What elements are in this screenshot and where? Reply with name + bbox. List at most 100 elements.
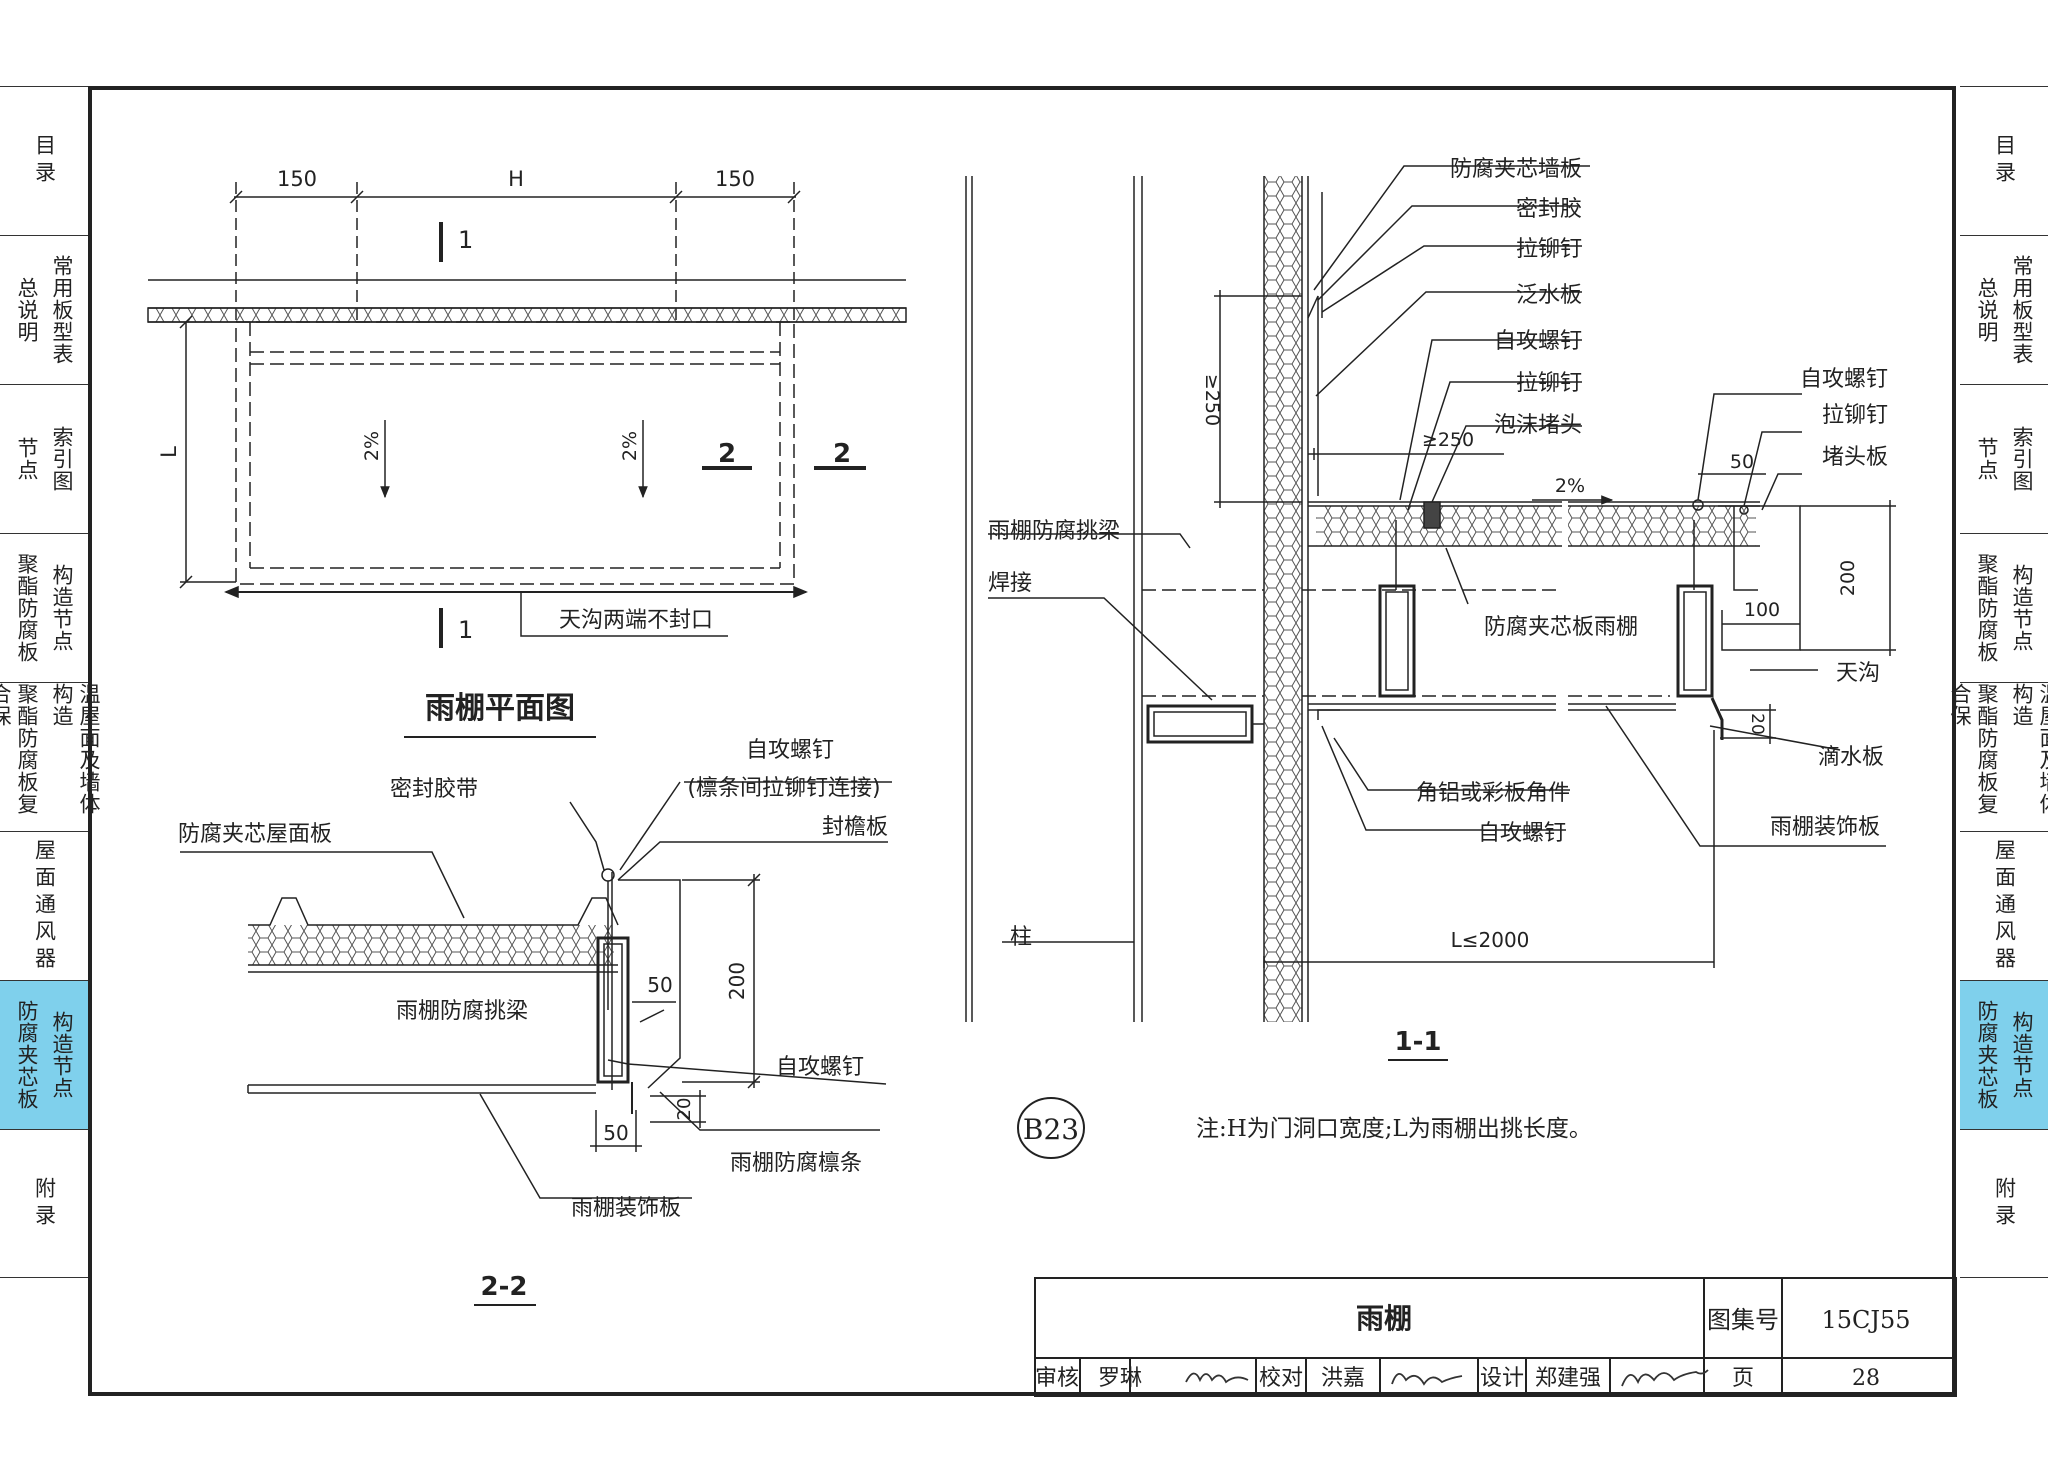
dim-150-left: 150: [277, 167, 317, 191]
slope-label-1: 2%: [361, 431, 383, 461]
nav-tab-right-3[interactable]: 聚酯防腐板构造节点: [1960, 533, 2048, 682]
dim-h250: ≥250: [1422, 429, 1474, 451]
label-deco: 雨棚装饰板: [571, 1196, 681, 1221]
drawing-title: 雨棚: [1356, 1302, 1412, 1335]
nav-tab-label: 总说明: [1975, 277, 1999, 343]
label-screw1: 自攻螺钉: [1494, 329, 1582, 354]
section-2-2-title: 2-2: [481, 1272, 528, 1302]
nav-tab-label: 附录: [1992, 1176, 2017, 1231]
section-2-2-text: 密封胶带 防腐夹芯屋面板 自攻螺钉 (檩条间拉铆钉连接) 封檐板 雨棚防腐挑梁 …: [178, 738, 888, 1302]
label-purlin: 雨棚防腐檩条: [730, 1151, 862, 1176]
signature-reviewer: [1185, 1372, 1249, 1384]
title-block: [1034, 1277, 1957, 1397]
nav-tab-label: 温屋面及墙体构造: [2010, 683, 2048, 815]
label-drip: 滴水板: [1818, 745, 1884, 770]
dim-v250: ≥250: [1201, 374, 1223, 426]
check-label: 校对: [1259, 1366, 1303, 1391]
nav-tab-left-5[interactable]: 屋面通风器: [0, 831, 88, 980]
label-screw2: 自攻螺钉: [776, 1055, 864, 1080]
dim-slope: 2%: [1555, 475, 1585, 497]
drawing-frame: [88, 86, 1956, 1396]
dim-20: 20: [674, 1098, 695, 1121]
nav-tab-label: 目录: [1992, 134, 2017, 188]
label-screw: 自攻螺钉: [746, 738, 834, 763]
design-label: 设计: [1480, 1366, 1524, 1391]
nav-tab-label: 总说明: [15, 277, 39, 343]
section-1-1-text: 防腐夹芯墙板 密封胶 拉铆钉 泛水板 自攻螺钉 拉铆钉 泡沫堵头 自攻螺钉 拉铆…: [988, 157, 1888, 1057]
dim-50-bottom: 50: [603, 1121, 628, 1145]
label-canopy: 防腐夹芯板雨棚: [1484, 615, 1638, 640]
title-block-text: 雨棚 图集号 15CJ55 审核 罗琳 校对 洪嘉 设计 郑建强 页 28: [1035, 1302, 1911, 1391]
label-foam: 泡沫堵头: [1494, 413, 1582, 438]
nav-tab-left-3[interactable]: 聚酯防腐板构造节点: [0, 533, 88, 682]
nav-tab-right-2[interactable]: 节点索引图: [1960, 384, 2048, 533]
nav-tab-label: 常用板型表: [2010, 255, 2034, 365]
label-screw2-11: 自攻螺钉: [1478, 821, 1566, 846]
nav-tab-label: 索引图: [2010, 426, 2034, 492]
label-weld: 焊接: [988, 571, 1032, 596]
nav-tab-label: 节点: [1975, 437, 1999, 481]
label-beam: 雨棚防腐挑梁: [396, 999, 528, 1024]
nav-tab-label: 节点: [15, 437, 39, 481]
label-roof-panel: 防腐夹芯屋面板: [178, 822, 332, 847]
dim-h: H: [508, 167, 524, 191]
nav-tab-left-0[interactable]: 目录: [0, 86, 88, 235]
nav-tab-label: 构造节点: [2010, 564, 2034, 652]
page-label: 页: [1732, 1366, 1754, 1391]
label-rivet2: 拉铆钉: [1516, 371, 1582, 396]
section-mark-2-right: 2: [833, 439, 851, 469]
nav-tab-right-5[interactable]: 屋面通风器: [1960, 831, 2048, 980]
nav-tab-left-6[interactable]: 防腐夹芯板构造节点: [0, 980, 88, 1129]
index-mark-label: B23: [1023, 1113, 1079, 1146]
atlas-number: 15CJ55: [1821, 1306, 1910, 1334]
section-1-1: [965, 165, 1896, 1061]
right-nav: 目录总说明常用板型表节点索引图聚酯防腐板构造节点聚酯防腐板复合保温屋面及墙体构造…: [1948, 86, 2048, 1278]
nav-tab-label: 聚酯防腐板: [1975, 553, 1999, 663]
signatures: [1185, 1369, 1709, 1387]
label-rivet-r: 拉铆钉: [1822, 403, 1888, 428]
label-tape: 密封胶带: [390, 777, 478, 802]
section-mark-1-top: 1: [458, 226, 473, 254]
nav-tab-right-1[interactable]: 总说明常用板型表: [1960, 235, 2048, 384]
checker-name: 洪嘉: [1321, 1366, 1365, 1391]
nav-tab-right-6[interactable]: 防腐夹芯板构造节点: [1960, 980, 2048, 1129]
canopy-plan: [147, 182, 907, 738]
signature-checker: [1391, 1373, 1463, 1386]
nav-tab-label: 构造节点: [50, 1011, 74, 1099]
nav-tab-label: 屋面通风器: [32, 838, 57, 974]
dim-200: 200: [725, 962, 749, 1000]
dim-150-right: 150: [715, 167, 755, 191]
label-screw-r: 自攻螺钉: [1800, 367, 1888, 392]
nav-tab-left-2[interactable]: 节点索引图: [0, 384, 88, 533]
label-sealant: 密封胶: [1516, 197, 1582, 222]
label-rivet1: 拉铆钉: [1516, 237, 1582, 262]
label-beam-11: 雨棚防腐挑梁: [988, 519, 1120, 544]
dim-200-11: 200: [1837, 560, 1859, 596]
label-deco-11: 雨棚装饰板: [1770, 815, 1880, 840]
nav-tab-label: 常用板型表: [50, 255, 74, 365]
nav-tab-right-7[interactable]: 附录: [1960, 1129, 2048, 1278]
label-angle: 角铝或彩板角件: [1416, 781, 1570, 806]
nav-tab-right-0[interactable]: 目录: [1960, 86, 2048, 235]
plan-title: 雨棚平面图: [425, 691, 575, 726]
label-flashing: 泛水板: [1516, 283, 1582, 308]
atlas-label: 图集号: [1707, 1306, 1779, 1334]
section-1-1-title: 1-1: [1395, 1027, 1442, 1057]
label-screw-note: (檩条间拉铆钉连接): [687, 776, 880, 801]
gutter-note: 天沟两端不封口: [559, 608, 713, 633]
dim-l: L: [157, 446, 181, 458]
dim-100: 100: [1744, 599, 1780, 621]
slope-label-2: 2%: [619, 431, 641, 461]
index-mark-circle: [1017, 1097, 1085, 1159]
nav-tab-left-1[interactable]: 总说明常用板型表: [0, 235, 88, 384]
dim-20-11: 20: [1747, 713, 1767, 735]
nav-tab-left-7[interactable]: 附录: [0, 1129, 88, 1278]
dim-50: 50: [1730, 451, 1754, 473]
nav-tab-label: 构造节点: [50, 564, 74, 652]
nav-tab-label: 构造节点: [2010, 1011, 2034, 1099]
section-mark-2-left: 2: [718, 439, 736, 469]
label-fascia: 封檐板: [822, 815, 888, 840]
reviewer-name: 罗琳: [1098, 1366, 1142, 1391]
